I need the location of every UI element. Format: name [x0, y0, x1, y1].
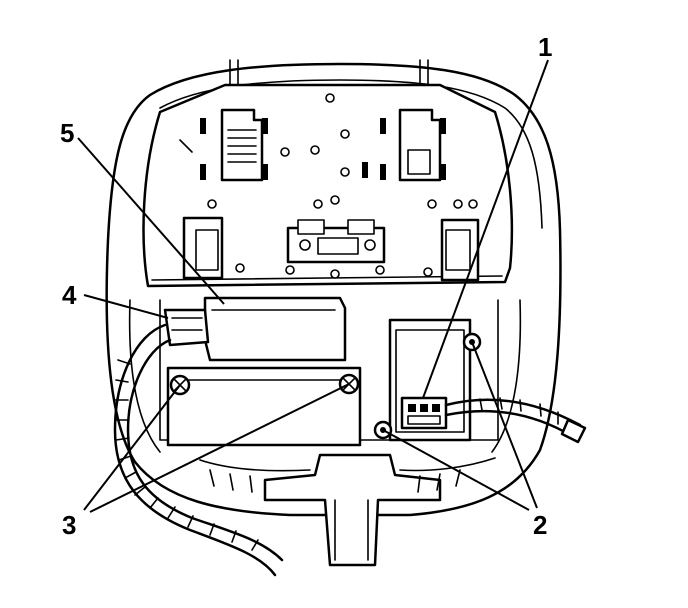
mounting-plate	[142, 59, 514, 288]
leader-3b	[89, 383, 350, 513]
leader-4	[83, 294, 169, 319]
wiring-harness	[113, 308, 587, 577]
center-bracket	[199, 453, 496, 567]
callout-2: 2	[533, 510, 548, 540]
callout-4: 4	[62, 280, 77, 310]
callout-3: 3	[62, 510, 77, 540]
callout-5: 5	[60, 118, 75, 148]
leader-3a	[83, 384, 181, 511]
callout-1: 1	[538, 32, 553, 62]
lower-compartment	[159, 296, 499, 447]
leader-1	[422, 59, 549, 399]
leader-lines	[77, 59, 549, 513]
leader-2a	[471, 341, 538, 509]
leader-2b	[382, 429, 530, 511]
leader-5	[77, 137, 225, 305]
